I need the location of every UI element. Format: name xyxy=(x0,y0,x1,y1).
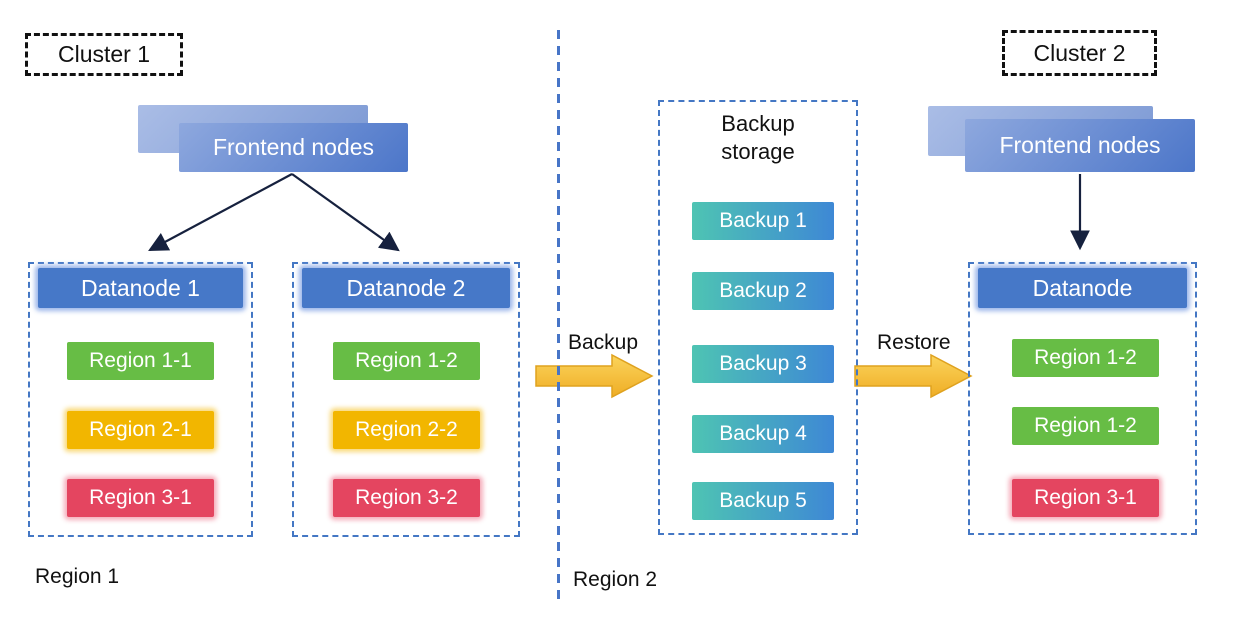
region-chip-label: Region 3-1 xyxy=(1034,486,1137,509)
datanode2-header: Datanode 2 xyxy=(302,268,510,308)
datanode2-title: Datanode 2 xyxy=(346,274,466,301)
region2-zone-label: Region 2 xyxy=(573,568,658,591)
backup-chip: Backup 1 xyxy=(692,202,834,240)
datanode2-container: Datanode 2 Region 1-2 Region 2-2 Region … xyxy=(292,262,520,537)
cluster2-label-box: Cluster 2 xyxy=(1002,30,1157,76)
region-chip-label: Region 3-1 xyxy=(89,486,192,509)
restore-flow-label: Restore xyxy=(877,331,951,354)
region-chip: Region 3-1 xyxy=(67,479,214,517)
region-chip-label: Region 1-2 xyxy=(355,349,458,372)
frontend-right-label: Frontend nodes xyxy=(999,132,1161,158)
frontend-left-label: Frontend nodes xyxy=(212,134,375,160)
cluster1-label-box: Cluster 1 xyxy=(25,33,183,76)
frontend-left-card: Frontend nodes xyxy=(179,123,408,172)
region-chip-label: Region 1-1 xyxy=(89,349,192,372)
region-chip: Region 2-1 xyxy=(67,411,214,449)
frontend-right-card: Frontend nodes xyxy=(965,119,1195,172)
backup-chip: Backup 2 xyxy=(692,272,834,310)
region-chip-label: Region 2-1 xyxy=(89,418,192,441)
backup-chip-label: Backup 5 xyxy=(719,489,807,512)
backup-storage-title: Backup storage xyxy=(721,111,795,164)
region-chip: Region 1-2 xyxy=(333,342,480,380)
backup-chip: Backup 5 xyxy=(692,482,834,520)
datanode1-container: Datanode 1 Region 1-1 Region 2-1 Region … xyxy=(28,262,253,537)
frontend-to-datanode2-arrow xyxy=(291,173,400,252)
region1-zone-label: Region 1 xyxy=(35,565,120,588)
backup-chip-label: Backup 4 xyxy=(719,422,807,445)
backup-chip-label: Backup 2 xyxy=(719,279,807,302)
backup-chip: Backup 3 xyxy=(692,345,834,383)
region-chip: Region 1-2 xyxy=(1012,407,1159,445)
region-chip-label: Region 1-2 xyxy=(1034,414,1137,437)
region-chip: Region 3-2 xyxy=(333,479,480,517)
region-chip-label: Region 1-2 xyxy=(1034,346,1137,369)
datanode-right-header: Datanode xyxy=(978,268,1187,308)
datanode1-title: Datanode 1 xyxy=(81,274,200,301)
restore-flow-arrow-icon xyxy=(854,353,973,399)
region-chip: Region 1-2 xyxy=(1012,339,1159,377)
backup-chip-label: Backup 1 xyxy=(719,209,807,232)
region-chip: Region 1-1 xyxy=(67,342,214,380)
frontend-to-datanode1-arrow xyxy=(148,173,293,252)
datanode-right-title: Datanode xyxy=(1032,274,1133,301)
datanode1-header: Datanode 1 xyxy=(38,268,243,308)
region-chip: Region 2-2 xyxy=(333,411,480,449)
region-chip-label: Region 3-2 xyxy=(355,486,458,509)
backup-storage-container: Backup storage Backup 1 Backup 2 Backup … xyxy=(658,100,858,535)
cluster1-label: Cluster 1 xyxy=(57,41,151,67)
backup-chip: Backup 4 xyxy=(692,415,834,453)
datanode-right-container: Datanode Region 1-2 Region 1-2 Region 3-… xyxy=(968,262,1197,535)
cluster2-label: Cluster 2 xyxy=(1033,39,1126,66)
backup-flow-arrow-icon xyxy=(535,353,654,399)
region-divider-line xyxy=(557,30,560,602)
region-chip-label: Region 2-2 xyxy=(355,418,458,441)
backup-chip-label: Backup 3 xyxy=(719,352,807,375)
backup-flow-label: Backup xyxy=(568,331,639,354)
region-chip: Region 3-1 xyxy=(1012,479,1159,517)
